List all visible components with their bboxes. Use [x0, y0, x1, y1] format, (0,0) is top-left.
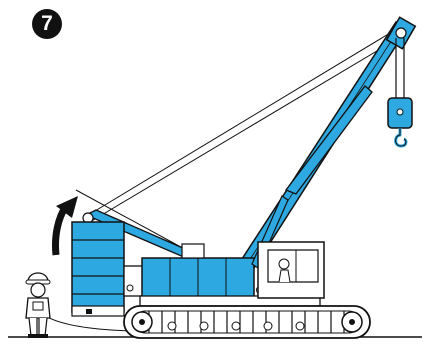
- crawler-track: [124, 306, 370, 338]
- hook: [396, 128, 406, 146]
- worker-figure: [26, 273, 50, 338]
- operator-cab: [258, 242, 324, 298]
- pendant-line-upper: [90, 27, 400, 214]
- step-number-badge: 7: [32, 9, 62, 39]
- pendant-line-lower: [90, 36, 402, 222]
- jib-strut: [286, 86, 372, 194]
- counterweight-stack: [72, 222, 124, 316]
